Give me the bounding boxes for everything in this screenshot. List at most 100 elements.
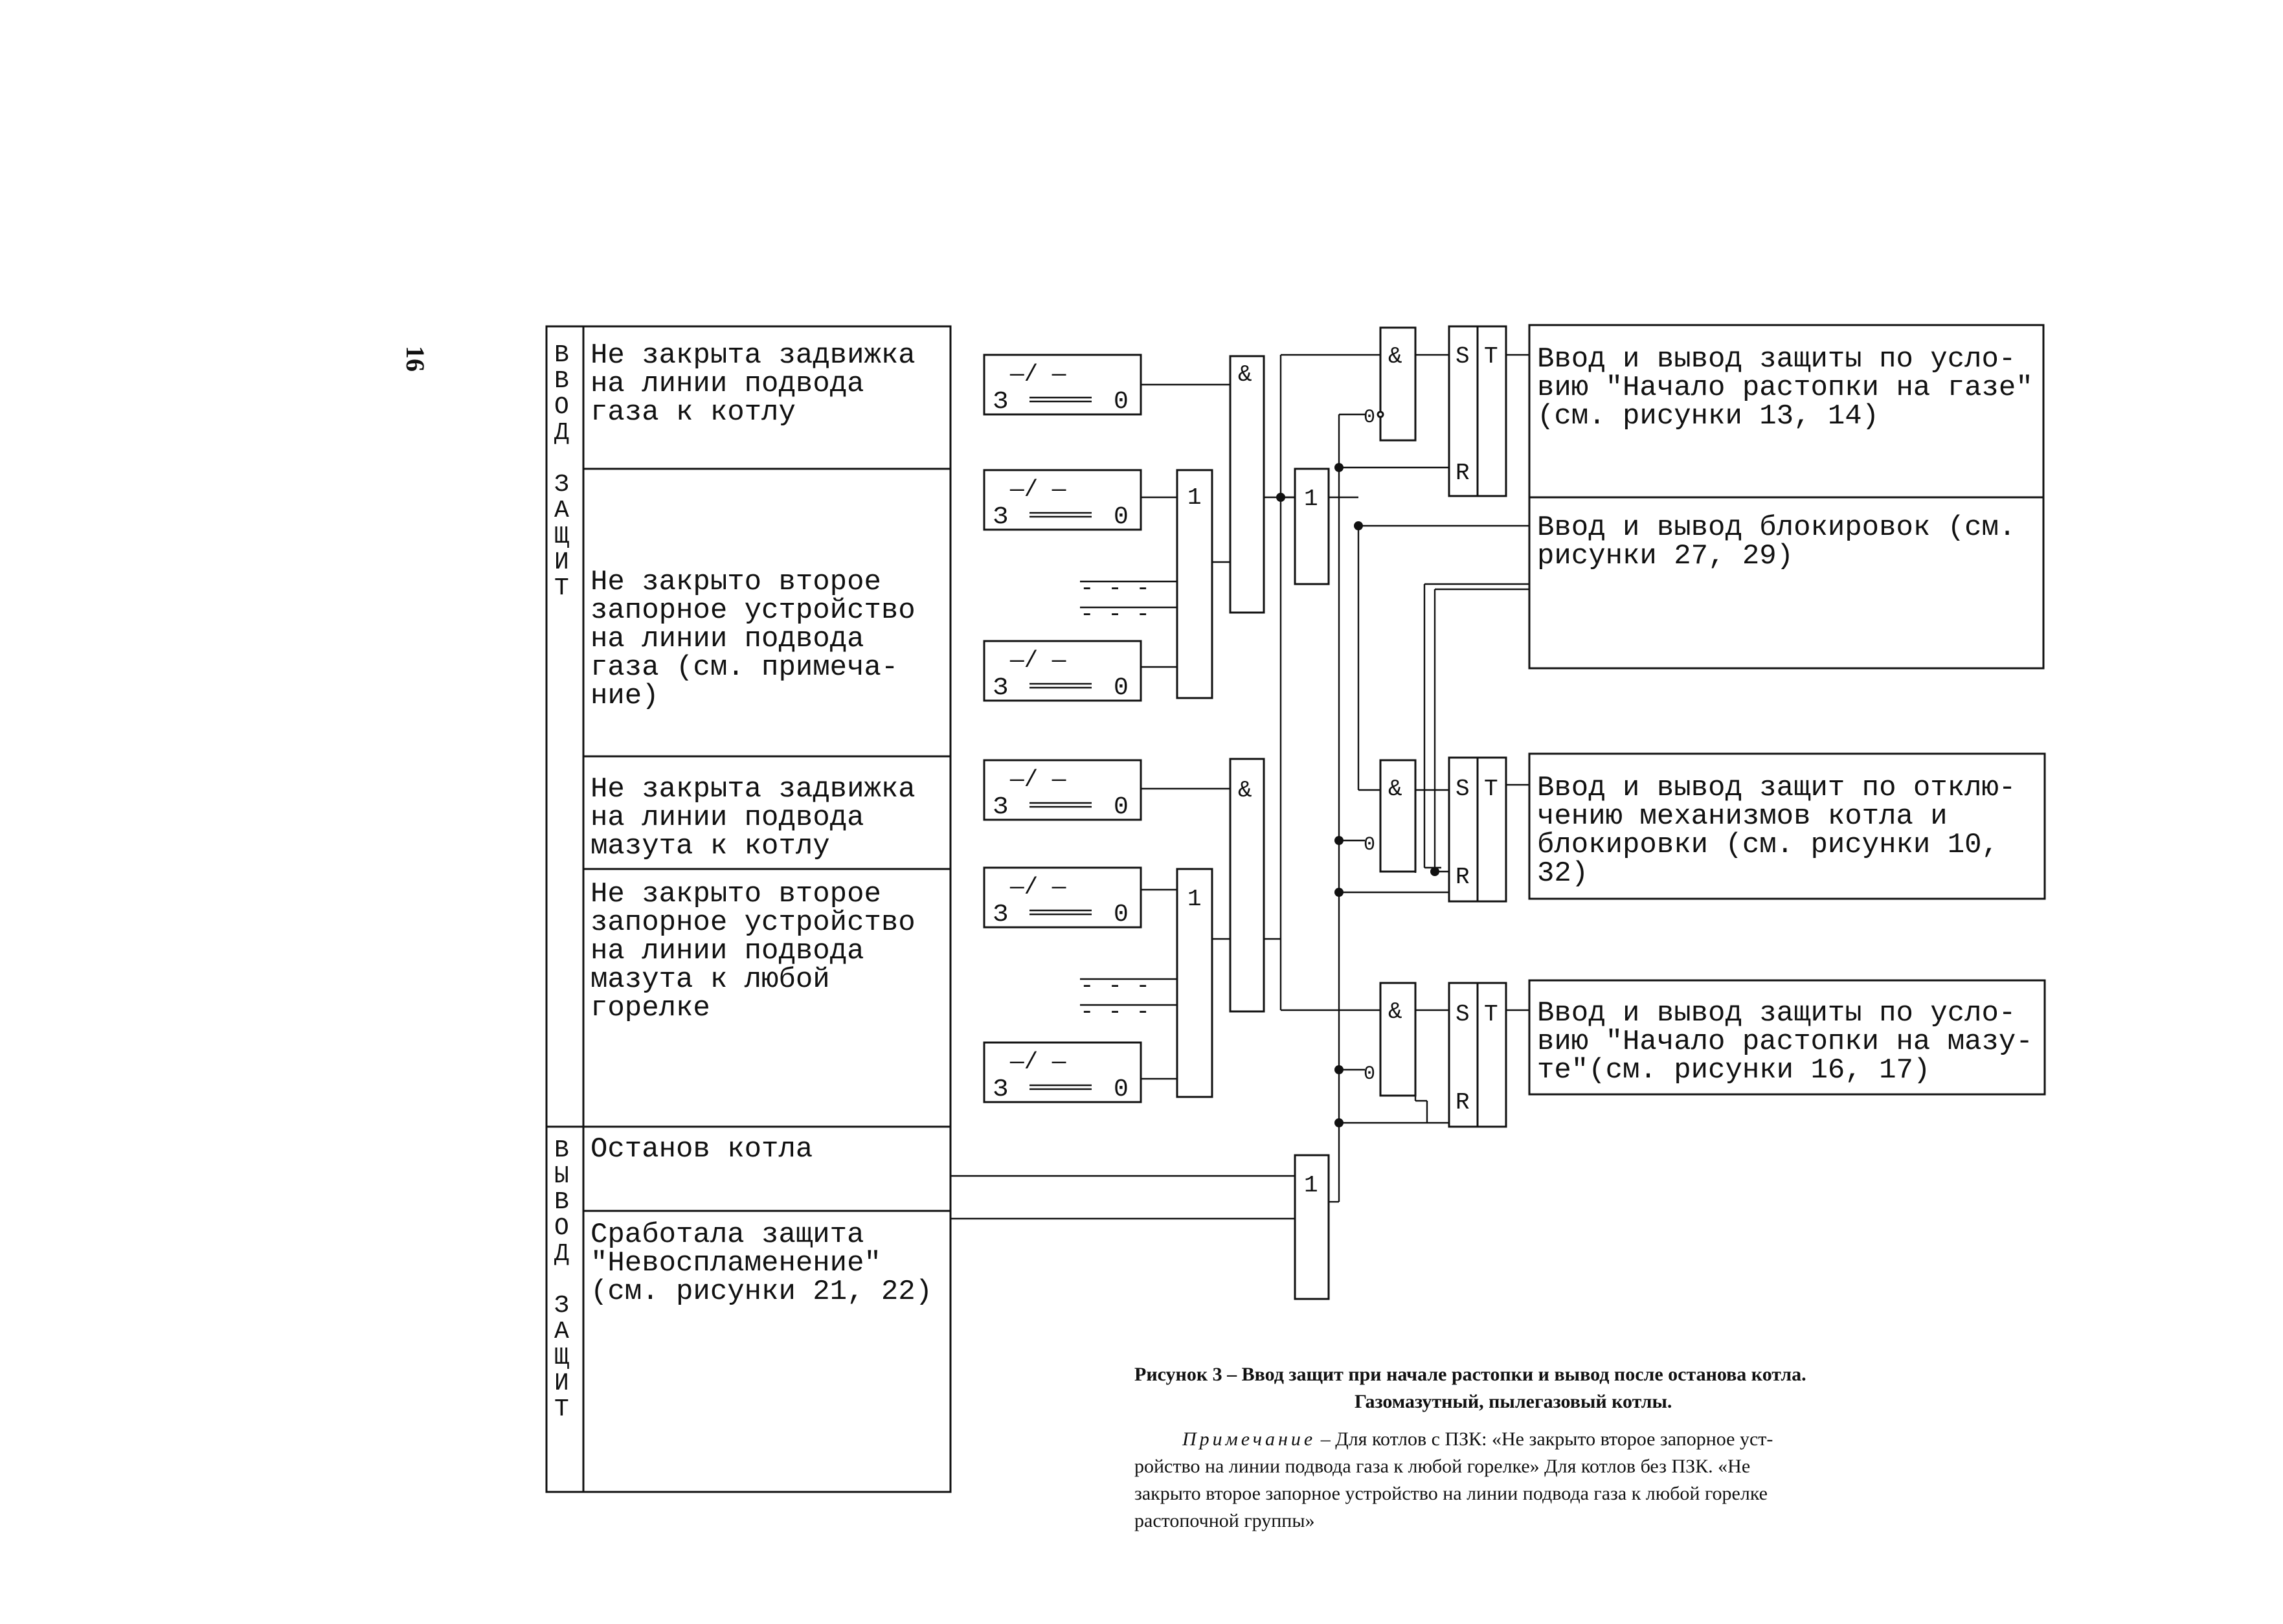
switch-right-label: 0 [1114, 793, 1129, 821]
trigger-3-r: R [1456, 1089, 1470, 1116]
switch-left-label: З [993, 1076, 1008, 1103]
gate-or-middle: 1 [1294, 468, 1330, 585]
gate-and-not-1-label: & [1388, 343, 1402, 370]
switch-left-label: З [993, 674, 1008, 702]
vyvod-letter: В [554, 1188, 569, 1216]
switch-top: —/ — [1009, 477, 1066, 503]
dashes-gas-2: - - - [1080, 601, 1150, 627]
switch-right-label: 0 [1114, 1076, 1129, 1103]
right-box-1-line: (см. рисунки 13, 14) [1537, 400, 1879, 433]
caption: Рисунок 3 – Ввод защит при начале растоп… [1134, 1364, 1806, 1531]
switch-left-label: З [993, 793, 1008, 821]
vyvod-letter: И [554, 1370, 569, 1397]
gate-and-gas: & [1229, 355, 1265, 614]
gate-and-mazut-label: & [1238, 777, 1252, 804]
switch-left-label: З [993, 901, 1008, 929]
gate-and-gas-label: & [1238, 361, 1252, 388]
gate-and-not-2-label: & [1388, 776, 1402, 802]
vvod-letter: З [554, 471, 569, 499]
dashes-mazut-2: - - - [1080, 998, 1150, 1025]
condition-row-4-line: горелке [590, 992, 710, 1024]
wiring [950, 354, 1529, 1220]
gate-and-not-3: & 0 [1364, 982, 1417, 1097]
vyvod-letter: З [554, 1292, 569, 1320]
note-text-1: – Для котлов с ПЗК: «Не закрыто второе з… [1316, 1428, 1773, 1450]
right-box-3-line: блокировки (см. рисунки 10, [1537, 829, 1999, 861]
trigger-1-r: R [1456, 460, 1470, 486]
switch-top: —/ — [1009, 767, 1066, 793]
condition-row-4-line: запорное устройство [590, 907, 916, 939]
trigger-2-r: R [1456, 864, 1470, 890]
vvod-letter: И [554, 548, 569, 576]
trigger-1: S R T [1448, 325, 1507, 497]
gate-or-mazut-label: 1 [1187, 886, 1202, 912]
vyvod-letter: А [554, 1318, 569, 1346]
trigger-2: S R T [1448, 756, 1507, 903]
right-box-3-line: чению механизмов котла и [1537, 800, 1948, 833]
trigger-1-s: S [1456, 343, 1470, 370]
caption-title: Рисунок 3 – Ввод защит при начале растоп… [1134, 1364, 1806, 1385]
note-line-3: закрыто второе запорное устройство на ли… [1134, 1483, 1768, 1504]
gate-and-not-1-inv: 0 [1364, 407, 1375, 429]
gate-or-bottom-label: 1 [1304, 1172, 1318, 1199]
condition-row-6-line: "Невоспламенение" [590, 1247, 881, 1280]
gate-and-not-3-label: & [1388, 998, 1402, 1025]
switch-top: —/ — [1009, 1049, 1066, 1076]
condition-row-2-line: на линии подвода [590, 623, 864, 655]
right-box-4-line: Ввод и вывод защиты по усло- [1537, 997, 2016, 1030]
right-box-2-line: Ввод и вывод блокировок (см. [1537, 512, 2016, 544]
condition-row-5-line: Останов котла [590, 1133, 813, 1166]
condition-row-4-line: мазута к любой [590, 964, 830, 996]
condition-row-3-line: мазута к котлу [590, 830, 830, 863]
note-label: Примечание [1182, 1428, 1316, 1450]
vvod-letter: В [554, 341, 569, 369]
vvod-letter: А [554, 497, 569, 524]
page-number: 16 [401, 346, 430, 372]
trigger-2-s: S [1456, 776, 1470, 802]
note-line-4: растопочной группы» [1134, 1510, 1315, 1531]
gate-or-gas-label: 1 [1187, 484, 1202, 511]
right-box-4-line: вию "Начало растопки на мазу- [1537, 1026, 2033, 1058]
dashes-gas-1: - - - [1080, 575, 1150, 602]
condition-row-1-line: газа к котлу [590, 396, 796, 429]
switch-4: —/ —З 0 [983, 759, 1142, 821]
dashes-mazut-1: - - - [1080, 973, 1150, 999]
condition-row-1-line: Не закрыта задвижка [590, 339, 916, 372]
caption-subtitle: Газомазутный, пылегазовый котлы. [1355, 1391, 1672, 1412]
condition-texts: Не закрыта задвижка на линии подвода газа … [590, 339, 932, 1308]
right-box-4-line: те"(см. рисунки 16, 17) [1537, 1054, 1930, 1087]
gate-and-not-2: & 0 [1364, 759, 1417, 873]
condition-row-2-line: запорное устройство [590, 594, 916, 627]
gate-and-mazut: & [1229, 758, 1265, 1013]
gate-and-not-3-inv: 0 [1364, 1063, 1375, 1085]
condition-row-3-line: на линии подвода [590, 802, 864, 834]
gate-and-not-2-inv: 0 [1364, 834, 1375, 856]
left-table [545, 325, 952, 1493]
switch-right-label: 0 [1114, 503, 1129, 531]
junction-dots [1276, 463, 1439, 1127]
switch-2: —/ —З 0 [983, 469, 1142, 531]
vvod-letter: В [554, 367, 569, 395]
vyvod-letter: Ы [554, 1162, 569, 1190]
right-box-texts: Ввод и вывод защиты по усло-вию "Начало … [1537, 343, 2033, 1087]
condition-row-2-line: ние) [590, 680, 659, 712]
trigger-3: S R T [1448, 982, 1507, 1128]
trigger-1-t: T [1484, 343, 1498, 370]
switch-left-label: З [993, 503, 1008, 531]
vyvod-letter: Д [554, 1240, 569, 1268]
condition-row-6-line: Сработала защита [590, 1219, 864, 1251]
gate-or-middle-label: 1 [1304, 486, 1318, 512]
right-box-1-line: вию "Начало растопки на газе" [1537, 372, 2033, 404]
switch-right-label: 0 [1114, 388, 1129, 416]
vvod-letter: О [554, 393, 569, 421]
switch-right-label: 0 [1114, 674, 1129, 702]
vyvod-letter: В [554, 1136, 569, 1164]
condition-row-4-line: на линии подвода [590, 935, 864, 967]
right-box-3-line: Ввод и вывод защит по отклю- [1537, 772, 2016, 804]
